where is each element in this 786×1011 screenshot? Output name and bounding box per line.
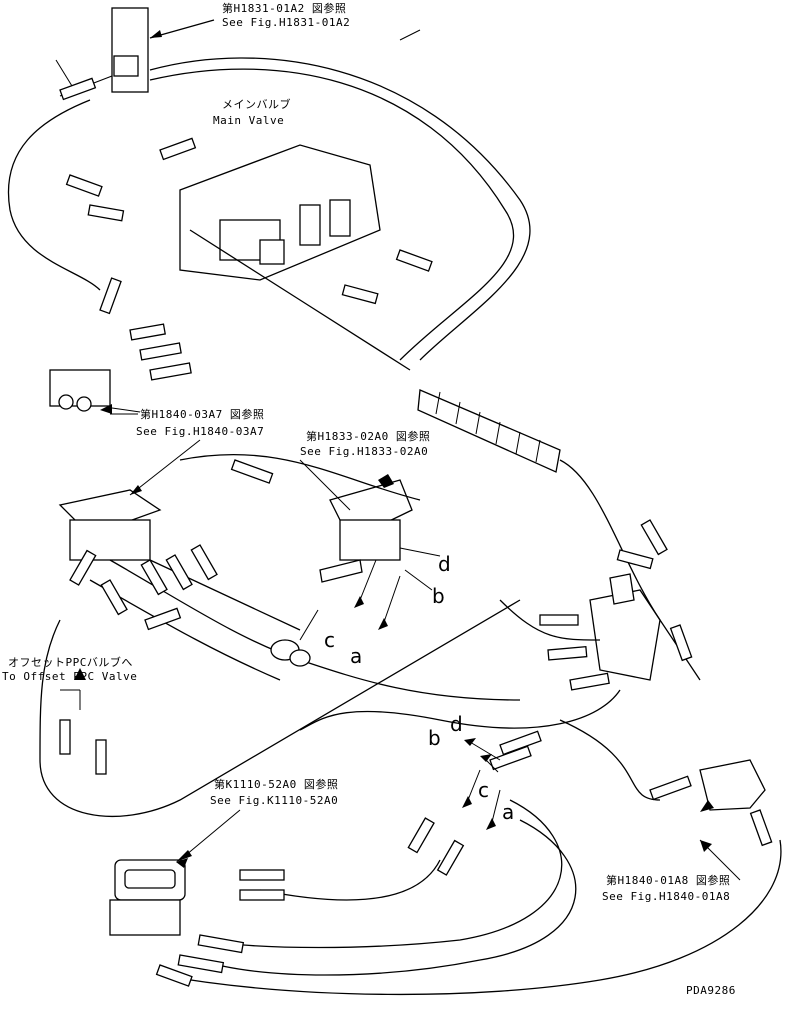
valve-h1840-01a8 — [699, 759, 766, 812]
letter-c-lower: c — [478, 778, 490, 802]
main-valve-jp: メインバルブ — [222, 98, 291, 111]
letter-d-lower: d — [450, 712, 464, 736]
ref-h1840-01a8-jp: 第H1840-01A8 図参照 — [606, 874, 731, 887]
letter-b-upper: b — [432, 584, 446, 608]
offset-ppc-en: To Offset PPC Valve — [2, 670, 138, 683]
letter-a-upper: a — [350, 644, 363, 668]
letter-c-upper: c — [324, 628, 336, 652]
ref-h1833-en: See Fig.H1833-02A0 — [300, 445, 429, 458]
main-valve-en: Main Valve — [213, 114, 285, 127]
drawing-number: PDA9286 — [686, 984, 736, 997]
ref-h1833-jp: 第H1833-02A0 図参照 — [306, 430, 431, 443]
ref-k1110-jp: 第K1110-52A0 図参照 — [214, 778, 339, 791]
ppc-valve-left — [49, 369, 141, 414]
offset-ppc-jp: オフセットPPCバルブへ — [8, 656, 133, 669]
ref-h1840-01a8-en: See Fig.H1840-01A8 — [602, 890, 731, 903]
hose-outer-loop — [7, 99, 101, 291]
ref-h1840-03a7-en: See Fig.H1840-03A7 — [136, 425, 265, 438]
ref-k1110-en: See Fig.K1110-52A0 — [210, 794, 339, 807]
ref-h1831-jp: 第H1831-01A2 図参照 — [222, 2, 347, 15]
main-valve — [179, 144, 411, 371]
part-h1831 — [55, 7, 215, 97]
valve-h1833 — [319, 474, 413, 583]
valve-block-left — [58, 489, 162, 561]
fittings — [59, 77, 773, 987]
letter-a-lower: a — [502, 800, 515, 824]
letter-b-lower: b — [428, 726, 442, 750]
valve-right — [589, 573, 661, 681]
ref-h1840-03a7-jp: 第H1840-03A7 図参照 — [140, 408, 265, 421]
hose-protector — [417, 389, 561, 473]
ppc-valve-k1110 — [109, 850, 192, 936]
ref-h1831-en: See Fig.H1831-01A2 — [222, 16, 351, 29]
clamp — [270, 639, 311, 667]
letter-d-upper: d — [438, 552, 452, 576]
